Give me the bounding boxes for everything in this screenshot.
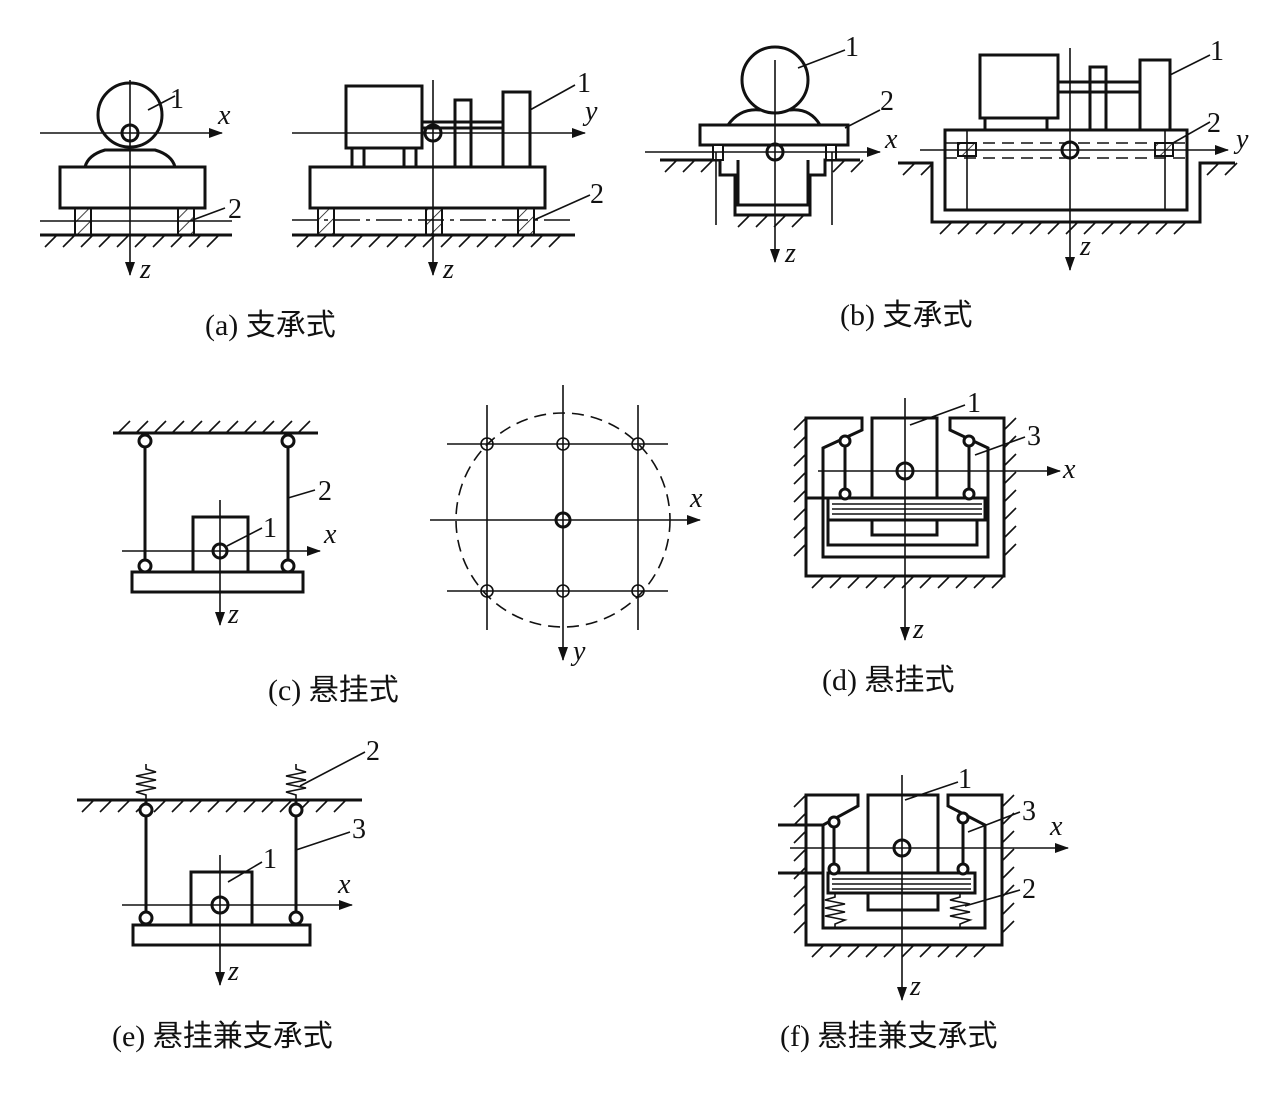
axis-z: z xyxy=(784,238,796,269)
label-2: 2 xyxy=(880,86,894,117)
label-3: 3 xyxy=(1022,796,1036,827)
axis-x: x xyxy=(884,124,898,155)
label-3: 3 xyxy=(1027,421,1041,452)
label-3: 3 xyxy=(352,814,366,845)
label-2: 2 xyxy=(1022,874,1036,905)
axis-z: z xyxy=(227,599,239,630)
axis-x: x xyxy=(337,869,351,900)
panel-a: 1 2 x z 1 2 y xyxy=(40,68,604,342)
panel-b: 1 2 x z 1 xyxy=(645,32,1249,332)
label-2: 2 xyxy=(1207,108,1221,139)
axis-x: x xyxy=(1049,811,1063,842)
panel-f: 1 3 2 x z (f) 悬挂兼支承式 xyxy=(778,764,1069,1053)
label-2: 2 xyxy=(590,179,604,210)
axis-x: x xyxy=(217,100,231,131)
axis-z: z xyxy=(139,254,151,285)
caption-b: (b) 支承式 xyxy=(840,299,972,332)
caption-d: (d) 悬挂式 xyxy=(822,664,954,697)
panel-c: 1 2 x z x y (c) 悬挂式 xyxy=(113,385,703,707)
label-1: 1 xyxy=(263,513,277,544)
panel-e: 1 2 3 x z (e) 悬挂兼支承式 xyxy=(77,736,380,1053)
axis-z: z xyxy=(912,614,924,645)
axis-x: x xyxy=(323,519,337,550)
label-1: 1 xyxy=(263,844,277,875)
label-2: 2 xyxy=(366,736,380,767)
axis-z: z xyxy=(909,971,921,1002)
axis-z: z xyxy=(442,254,454,285)
axis-z: z xyxy=(1079,231,1091,262)
label-1: 1 xyxy=(577,68,591,99)
label-1: 1 xyxy=(958,764,972,795)
label-1: 1 xyxy=(1210,36,1224,67)
caption-c: (c) 悬挂式 xyxy=(268,674,399,707)
label-2: 2 xyxy=(318,476,332,507)
axis-x: x xyxy=(1062,454,1076,485)
caption-f: (f) 悬挂兼支承式 xyxy=(780,1020,997,1053)
panel-d: 1 3 x z (d) 悬挂式 xyxy=(793,388,1076,697)
caption-e: (e) 悬挂兼支承式 xyxy=(112,1020,333,1053)
label-1: 1 xyxy=(170,84,184,115)
axis-y: y xyxy=(1233,124,1249,155)
axis-z: z xyxy=(227,956,239,987)
label-2: 2 xyxy=(228,194,242,225)
axis-x: x xyxy=(689,483,703,514)
caption-a: (a) 支承式 xyxy=(205,309,336,342)
axis-y: y xyxy=(582,96,598,127)
label-1: 1 xyxy=(845,32,859,63)
axis-y: y xyxy=(570,636,586,667)
label-1: 1 xyxy=(967,388,981,419)
